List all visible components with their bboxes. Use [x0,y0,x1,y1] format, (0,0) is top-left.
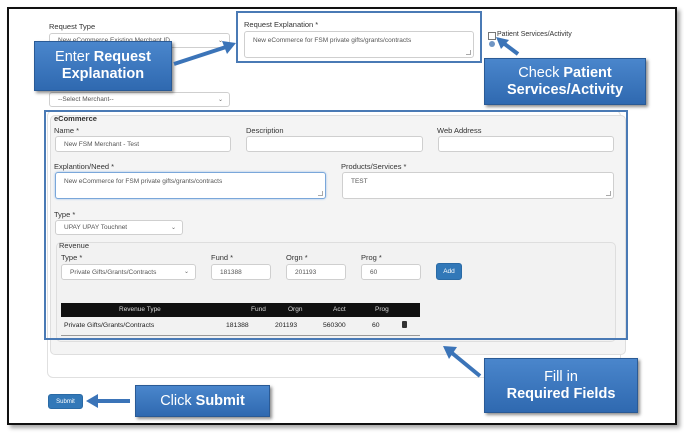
arrow-icon [496,37,520,56]
header-acct: Acct [333,306,346,313]
row-fund: 181388 [226,322,249,329]
request-explanation-highlight [236,11,482,63]
ecommerce-legend: eCommerce [54,114,97,123]
revenue-type-label: Type * [61,253,83,262]
merchant-select-value: --Select Merchant-- [58,96,114,103]
add-button[interactable]: Add [436,263,462,280]
required-fields-highlight [44,110,628,340]
web-address-label: Web Address [437,126,482,135]
row-acct: 560300 [323,322,346,329]
chevron-down-icon: ⌄ [217,37,223,44]
callout-text: Enter [55,49,94,65]
prog-input[interactable]: 60 [361,264,421,280]
fund-input[interactable]: 181388 [211,264,271,280]
header-orgn: Orgn [288,306,303,313]
orgn-value: 201193 [295,268,317,276]
orgn-label: Orgn * [286,253,308,262]
description-input[interactable] [246,136,423,152]
request-explanation-label: Request Explanation * [244,20,319,29]
callout-text-bold: Submit [195,392,245,409]
callout-fill-required-fields: Fill in Required Fields [484,358,638,413]
revenue-type-value: Private Gifts/Grants/Contracts [70,268,157,276]
request-type-label: Request Type [49,22,96,31]
request-explanation-value: New eCommerce for FSM private gifts/gran… [253,37,412,44]
name-label: Name * [54,126,80,135]
header-revenue-type: Revenue Type [119,306,161,313]
products-services-textarea[interactable]: TEST [342,172,614,199]
patient-services-checkbox[interactable] [488,32,496,40]
trash-icon[interactable] [402,321,407,328]
products-services-value: TEST [351,178,368,185]
callout-text-bold: Explanation [61,66,145,82]
revenue-legend: Revenue [59,241,90,250]
prog-value: 60 [370,268,378,276]
arrow-icon [86,394,130,408]
callout-enter-request-explanation: Enter Request Explanation [34,41,172,91]
revenue-fieldset [56,242,616,342]
explanation-need-label: Explantion/Need * [54,162,115,171]
arrow-icon [173,41,236,66]
type-label: Type * [54,210,76,219]
row-orgn: 201193 [275,322,298,329]
callout-text-bold: Request [93,49,151,65]
patient-services-label: Patient Services/Activity [497,31,572,38]
name-input[interactable]: New FSM Merchant - Test [55,136,231,152]
explanation-need-textarea[interactable]: New eCommerce for FSM private gifts/gran… [55,172,326,199]
header-prog: Prog [375,306,389,313]
table-row: Private Gifts/Grants/Contracts 181388 20… [61,317,420,336]
explanation-need-value: New eCommerce for FSM private gifts/gran… [64,178,223,185]
callout-text: Check [518,64,564,81]
callout-text: Fill in [544,368,578,385]
row-revenue-type: Private Gifts/Grants/Contracts [64,322,155,329]
web-address-input[interactable] [438,136,614,152]
revenue-type-select[interactable]: Private Gifts/Grants/Contracts ⌄ [61,264,196,280]
merchant-select[interactable]: --Select Merchant-- ⌄ [49,92,230,107]
chevron-down-icon: ⌄ [170,224,176,231]
help-icon[interactable] [489,41,495,47]
orgn-input[interactable]: 201193 [286,264,346,280]
callout-text-bold: Services/Activity [506,81,624,98]
request-type-value: New eCommerce Existing Merchant ID [58,37,170,44]
chevron-down-icon: ⌄ [217,96,223,103]
revenue-table-header: Revenue Type Fund Orgn Acct Prog [61,303,420,317]
callout-text: Click [160,392,196,409]
submit-button[interactable]: Submit [48,394,83,409]
header-fund: Fund [251,306,266,313]
row-prog: 60 [372,322,380,329]
callout-check-patient-services: Check Patient Services/Activity [484,58,646,105]
type-value: UPAY UPAY Touchnet [64,224,128,231]
fund-label: Fund * [211,253,234,262]
callout-click-submit: Click Submit [135,385,270,417]
callout-text-bold: Patient [563,64,612,81]
fund-value: 181388 [220,268,242,276]
prog-label: Prog * [361,253,382,262]
request-explanation-textarea[interactable]: New eCommerce for FSM private gifts/gran… [244,31,474,58]
name-value: New FSM Merchant - Test [64,140,140,148]
description-label: Description [246,126,284,135]
arrow-icon [443,346,482,378]
callout-text-bold: Required Fields [506,385,616,402]
type-select[interactable]: UPAY UPAY Touchnet ⌄ [55,220,183,235]
products-services-label: Products/Services * [341,162,407,171]
chevron-down-icon: ⌄ [183,269,189,276]
